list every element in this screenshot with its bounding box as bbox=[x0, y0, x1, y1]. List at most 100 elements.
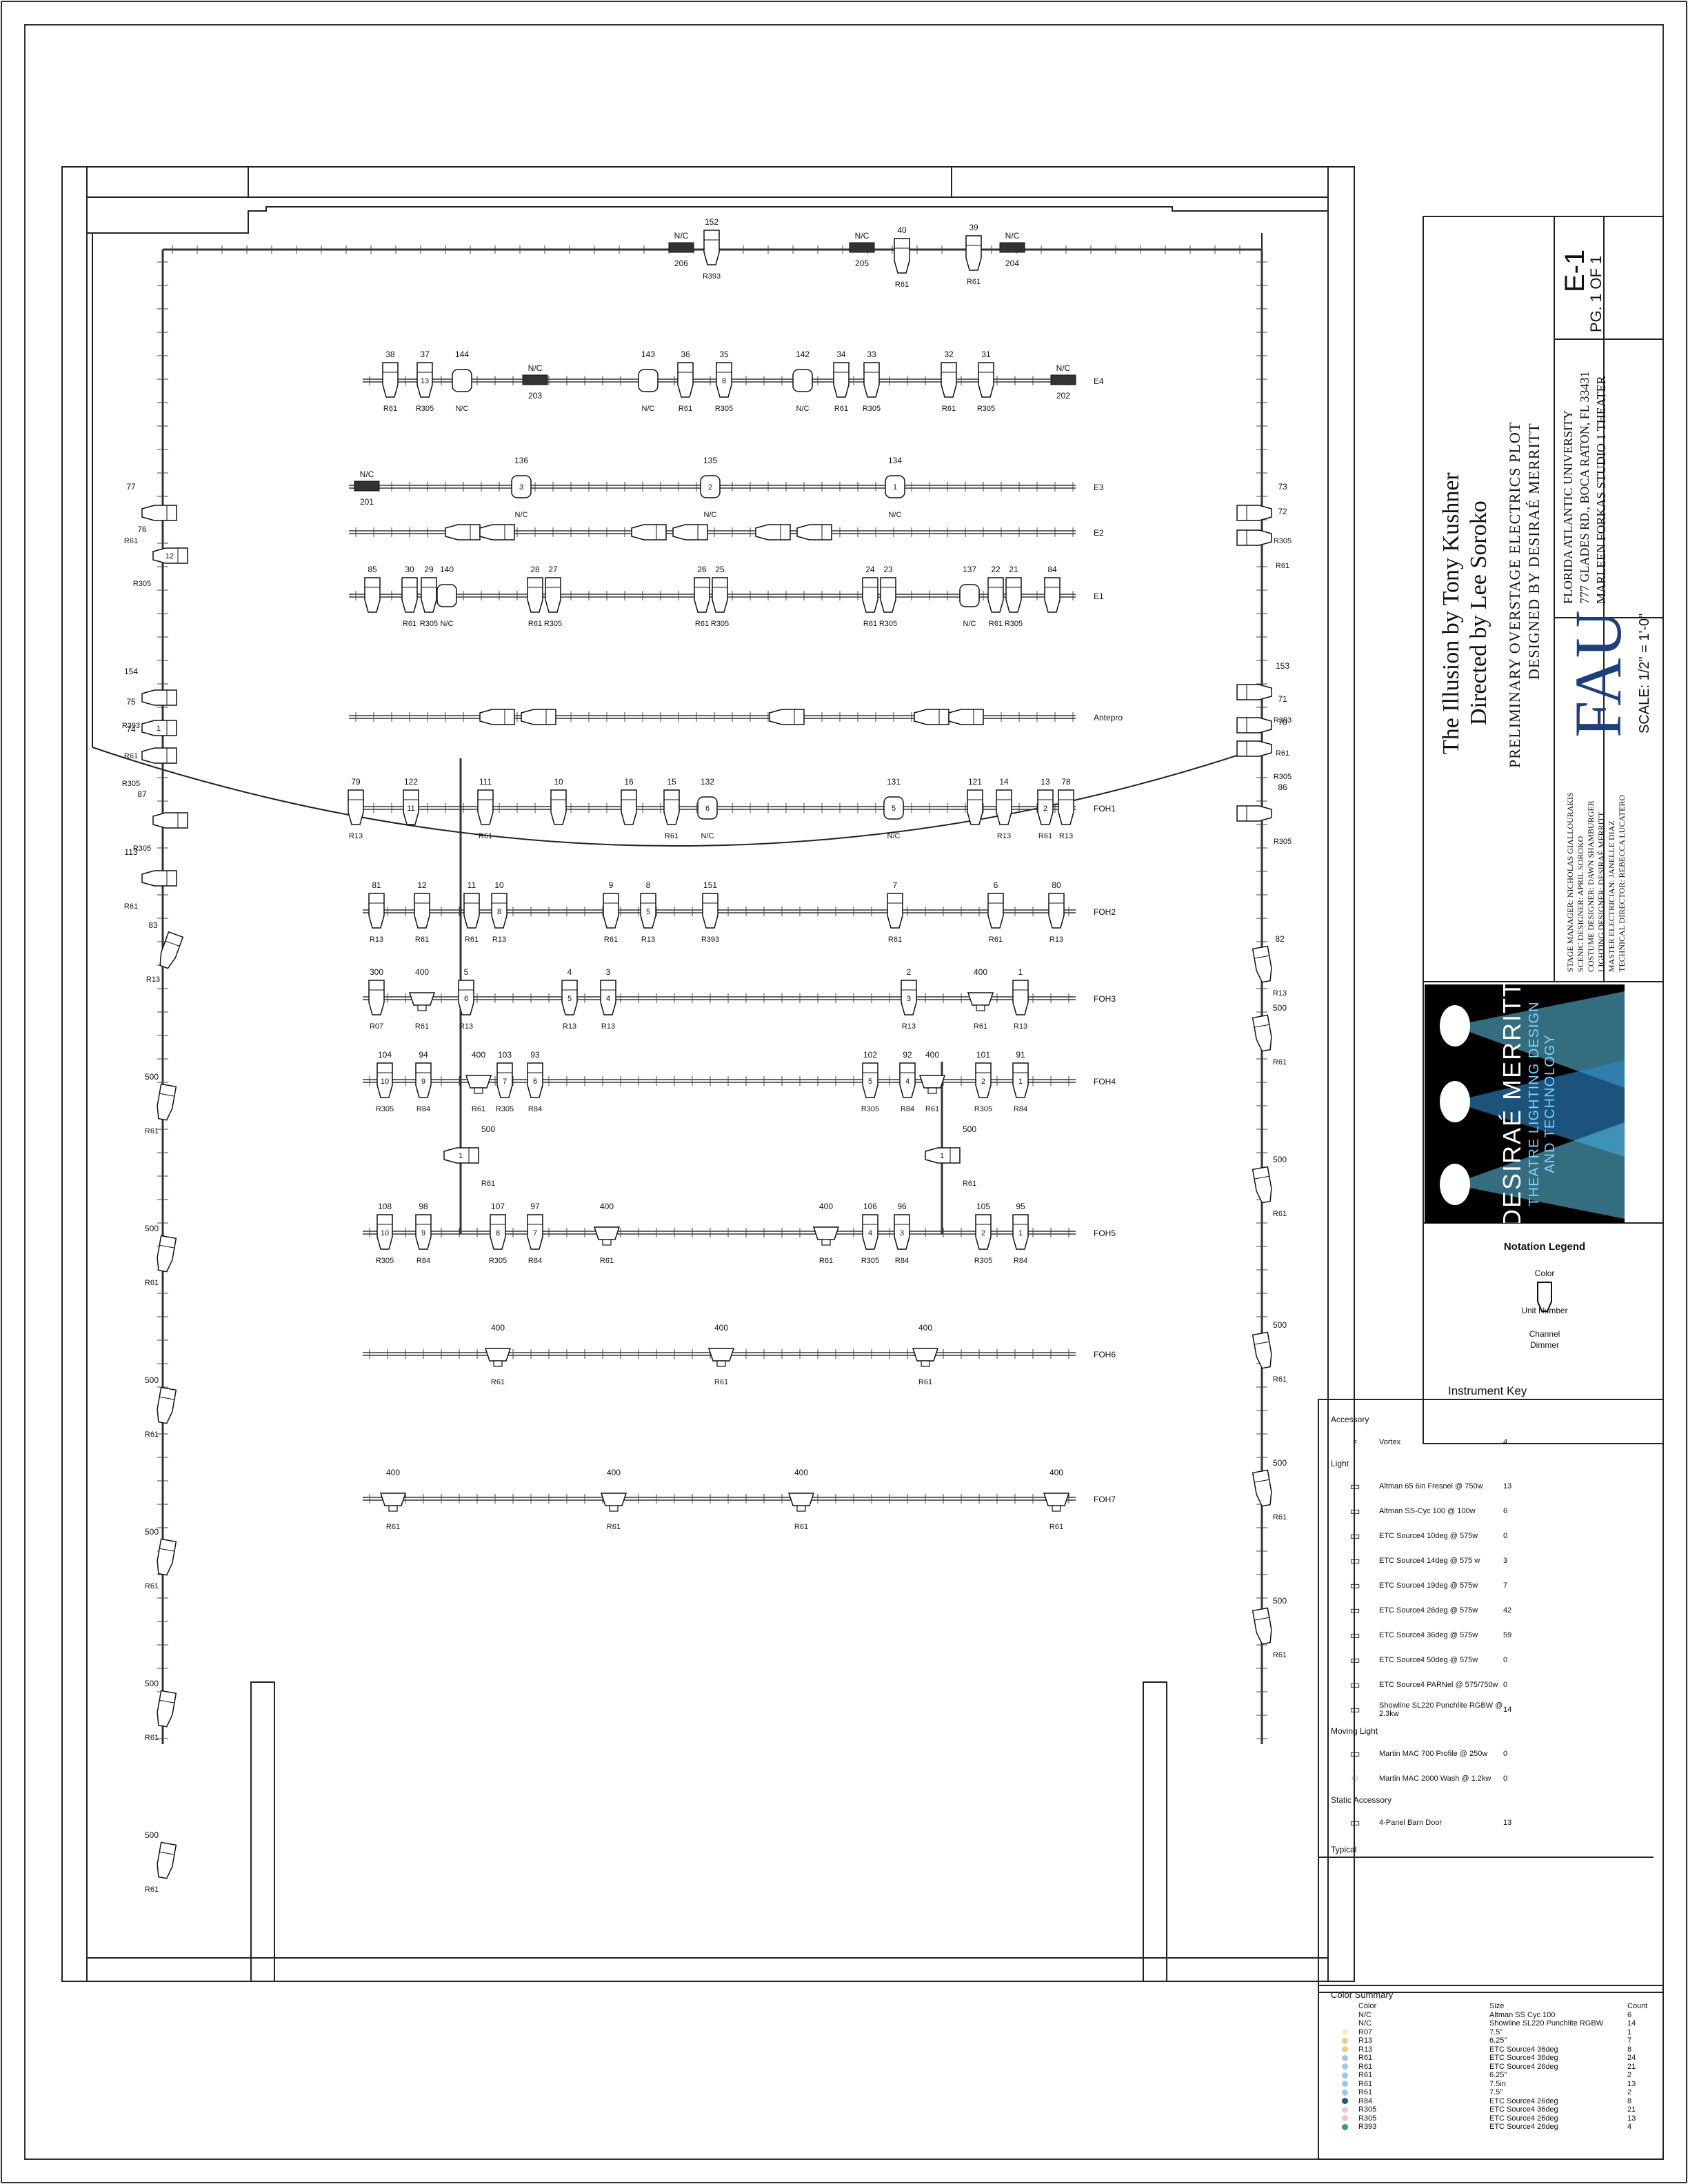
ellipsoidal-fixture bbox=[1044, 577, 1061, 613]
key-section-heading: Accessory bbox=[1331, 1415, 1369, 1424]
cyc-color: N/C bbox=[1056, 363, 1071, 373]
color-size: 7.5in bbox=[1489, 2079, 1506, 2088]
channel-number: 21 bbox=[1009, 565, 1018, 574]
color-label: N/C bbox=[456, 405, 469, 413]
color-label: R61 bbox=[145, 1582, 159, 1590]
ellipsoidal-fixture bbox=[445, 524, 481, 540]
notation-channel: Channel bbox=[1529, 1329, 1560, 1339]
ellipsoidal-fixture bbox=[862, 1062, 878, 1098]
ellipsoidal-fixture bbox=[157, 1083, 177, 1121]
channel-number: 39 bbox=[969, 223, 978, 232]
color-name: R305 bbox=[1358, 2114, 1377, 2123]
pipe-label-e2: E2 bbox=[1094, 528, 1104, 538]
show-title: The Illusion by Tony Kushner bbox=[1438, 472, 1464, 754]
venue-line-3: MARLEEN FORKAS STUDIO 1 THEATER bbox=[1594, 376, 1608, 604]
ellipsoidal-fixture bbox=[978, 362, 994, 398]
unit-number: 3 bbox=[907, 995, 911, 1003]
pipe-label-foh4: FOH4 bbox=[1094, 1077, 1116, 1086]
cyc-light bbox=[668, 242, 694, 253]
color-count: 21 bbox=[1627, 2062, 1636, 2071]
key-instrument-count: 0 bbox=[1503, 1775, 1508, 1783]
channel-number: 143 bbox=[641, 350, 655, 359]
key-instrument-name: 4-Panel Barn Door bbox=[1379, 1819, 1443, 1827]
channel-number: 81 bbox=[372, 880, 381, 890]
color-count: 21 bbox=[1627, 2105, 1636, 2114]
color-label: R393 bbox=[703, 272, 721, 281]
key-instrument-name: ETC Source4 26deg @ 575w bbox=[1379, 1606, 1478, 1615]
color-label: R305 bbox=[1274, 773, 1292, 781]
color-count: 14 bbox=[1627, 2019, 1636, 2028]
unit-number: 8 bbox=[496, 1229, 500, 1237]
ellipsoidal-fixture bbox=[521, 709, 556, 725]
channel-number: 74 bbox=[126, 725, 136, 734]
ellipsoidal-fixture bbox=[1236, 740, 1272, 757]
ellipsoidal-fixture bbox=[157, 1235, 177, 1273]
channel-number: 10 bbox=[554, 777, 563, 787]
key-instrument-count: 4 bbox=[1503, 1438, 1508, 1446]
color-swatch bbox=[1341, 2063, 1348, 2070]
channel-number: 94 bbox=[419, 1050, 428, 1060]
color-name: R84 bbox=[1358, 2096, 1373, 2105]
channel-number: 121 bbox=[968, 777, 982, 787]
ellipsoidal-fixture bbox=[159, 931, 184, 969]
color-size: 6.25" bbox=[1489, 2036, 1507, 2045]
ellipsoidal-fixture bbox=[1005, 577, 1022, 613]
channel-number: 9 bbox=[609, 880, 614, 890]
unit-number: 1 bbox=[157, 725, 161, 733]
channel-number: 400 bbox=[918, 1323, 932, 1333]
channel-number: 24 bbox=[865, 565, 875, 574]
ellipsoidal-fixture bbox=[376, 1062, 393, 1098]
color-swatch bbox=[1341, 2089, 1348, 2096]
staff-line: LIGHTING DESIGNER: DESIRAÉ MERRITT bbox=[1596, 811, 1606, 972]
color-label: R61 bbox=[124, 902, 138, 911]
color-size: ETC Source4 36deg bbox=[1489, 2105, 1558, 2114]
instrument-key-title: Instrument Key bbox=[1448, 1384, 1527, 1397]
punch-fixture bbox=[883, 796, 904, 820]
fresnel-fixture bbox=[912, 1348, 939, 1367]
column-header: Size bbox=[1489, 2002, 1505, 2010]
ellipsoidal-fixture bbox=[1236, 529, 1272, 546]
channel-number: 87 bbox=[137, 789, 147, 799]
ellipsoidal-fixture bbox=[479, 709, 515, 725]
pipe-label-foh3: FOH3 bbox=[1094, 994, 1116, 1004]
color-count: 6 bbox=[1627, 2010, 1632, 2019]
channel-number: 108 bbox=[378, 1202, 392, 1211]
color-label: R61 bbox=[145, 1885, 159, 1894]
ellipsoidal-fixture bbox=[545, 577, 561, 613]
fresnel-fixture bbox=[408, 992, 436, 1011]
color-label: N/C bbox=[642, 405, 655, 413]
color-label: R305 bbox=[376, 1257, 394, 1265]
color-label: R84 bbox=[416, 1257, 430, 1265]
key-instrument-name: ETC Source4 19deg @ 575w bbox=[1379, 1581, 1478, 1590]
channel-number: 27 bbox=[548, 565, 558, 574]
channel-number: 75 bbox=[126, 697, 136, 707]
channel-number: 136 bbox=[514, 456, 528, 465]
ellipsoidal-fixture bbox=[987, 893, 1004, 929]
color-label: R84 bbox=[1014, 1105, 1027, 1113]
pipe-label-antepro: Antepro bbox=[1094, 713, 1123, 722]
color-swatch bbox=[1341, 2081, 1348, 2087]
channel-number: 22 bbox=[991, 565, 1001, 574]
channel-number: 104 bbox=[378, 1050, 392, 1060]
channel-number: 132 bbox=[701, 777, 714, 787]
color-label: R305 bbox=[977, 405, 995, 413]
color-size: 7.5" bbox=[1489, 2088, 1503, 2096]
ellipsoidal-fixture bbox=[527, 1214, 543, 1250]
channel-number: 400 bbox=[1049, 1468, 1063, 1477]
channel-number: 14 bbox=[999, 777, 1009, 787]
color-size: Showline SL220 Punchlite RGBW bbox=[1489, 2019, 1604, 2028]
ellipsoidal-fixture bbox=[479, 524, 515, 540]
unit-number: 1 bbox=[940, 1152, 944, 1160]
ellipsoidal-fixture bbox=[382, 362, 399, 398]
color-label: R61 bbox=[942, 405, 956, 413]
ellipsoidal-fixture bbox=[490, 1214, 506, 1250]
channel-number: 70 bbox=[1278, 718, 1287, 727]
color-label: R61 bbox=[1276, 749, 1289, 758]
punch-fixture bbox=[436, 584, 457, 607]
color-label: R13 bbox=[1049, 936, 1063, 944]
unit-number: 1 bbox=[1018, 1229, 1023, 1237]
fresnel-fixture bbox=[707, 1348, 735, 1367]
